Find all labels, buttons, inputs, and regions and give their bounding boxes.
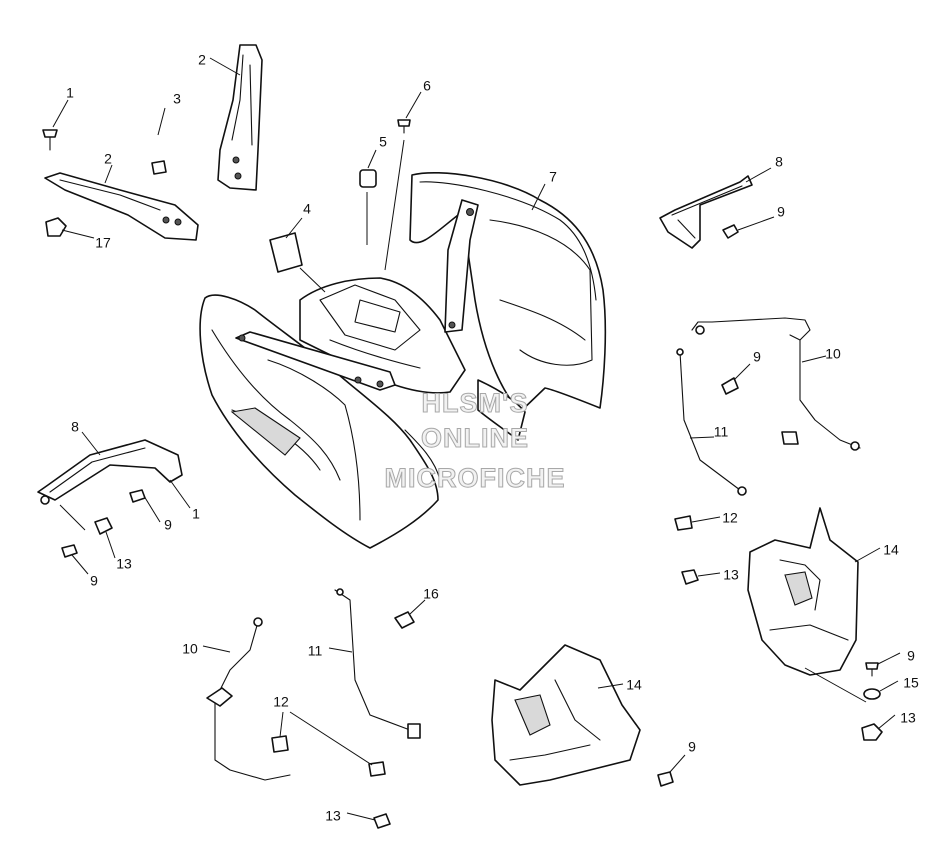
callout-3: 3 [173, 91, 181, 107]
callout-9: 9 [777, 204, 785, 220]
nut-13-bottom [373, 813, 391, 829]
callout-8: 8 [71, 419, 79, 435]
left-hardware [61, 489, 146, 558]
nut-17 [45, 217, 67, 237]
callout-13: 13 [900, 710, 916, 726]
watermark-line-3: MICROFICHE [385, 463, 566, 493]
callout-9: 9 [688, 739, 696, 755]
callout-5: 5 [379, 134, 387, 150]
rack-right-upper [659, 175, 753, 249]
grommet-5 [359, 169, 377, 245]
rod-10-right [691, 317, 861, 451]
callout-14: 14 [626, 677, 642, 693]
callout-9: 9 [164, 517, 172, 533]
watermark: HLSM'S ONLINE MICROFICHE [384, 388, 566, 494]
callout-2: 2 [104, 151, 112, 167]
callout-9: 9 [753, 349, 761, 365]
decal-4 [269, 232, 303, 273]
nut-13-right [681, 569, 699, 585]
hardware-9-15-13 [861, 662, 883, 741]
front-fender-body [199, 172, 607, 549]
nut-3 [151, 160, 167, 175]
clip-12-right [674, 431, 799, 531]
screw-9-right [721, 377, 739, 395]
callout-2: 2 [198, 52, 206, 68]
callout-12: 12 [722, 510, 738, 526]
callout-16: 16 [423, 586, 439, 602]
callout-9: 9 [907, 648, 915, 664]
callout-17: 17 [95, 235, 111, 251]
callout-6: 6 [423, 78, 431, 94]
rod-11-lower [334, 588, 421, 739]
callout-9: 9 [90, 573, 98, 589]
callout-13: 13 [325, 808, 341, 824]
callout-13: 13 [116, 556, 132, 572]
bracket-upper [217, 44, 263, 191]
rod-10-lower [206, 617, 291, 781]
callout-1: 1 [66, 85, 74, 101]
screw-1 [42, 129, 58, 151]
callout-14: 14 [883, 542, 899, 558]
watermark-line-1: HLSM'S [422, 388, 529, 418]
screw-16 [394, 611, 415, 629]
callout-11: 11 [308, 643, 323, 659]
rack-left [37, 439, 183, 505]
callout-15: 15 [903, 675, 919, 691]
mudguard-lower [491, 644, 641, 786]
callout-13: 13 [723, 567, 739, 583]
callout-1: 1 [192, 506, 200, 522]
watermark-line-2: ONLINE [421, 423, 529, 453]
callout-7: 7 [549, 169, 557, 185]
screw-9-lower [657, 771, 674, 787]
callout-10: 10 [825, 346, 841, 362]
bracket-lower [44, 172, 199, 241]
mudguard-right [747, 507, 859, 676]
rod-11-right [676, 348, 747, 496]
callout-10: 10 [182, 641, 198, 657]
callout-4: 4 [303, 201, 311, 217]
leader-lines [52, 57, 901, 821]
callout-8: 8 [775, 154, 783, 170]
screw-9-upper [722, 224, 739, 239]
callout-12: 12 [273, 694, 289, 710]
clip-12-lower [271, 735, 386, 777]
callout-11: 11 [714, 424, 729, 440]
screw-6 [384, 119, 411, 271]
